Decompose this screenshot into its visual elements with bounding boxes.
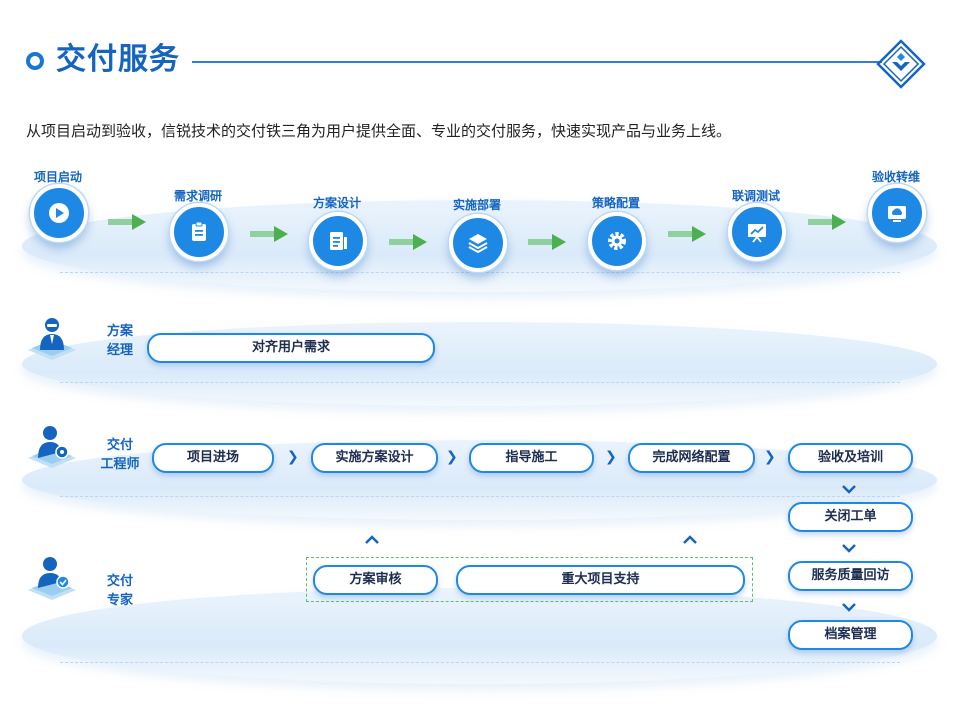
chevron-right-icon: ❯ bbox=[605, 449, 617, 465]
chevron-down-icon bbox=[842, 603, 856, 612]
role-manager: 方案 经理 bbox=[98, 322, 142, 360]
expert-support-group bbox=[306, 557, 753, 602]
chevron-right-icon: ❯ bbox=[287, 449, 299, 465]
play-icon bbox=[49, 203, 69, 223]
flow-arrow-icon bbox=[808, 214, 846, 230]
role-manager-line2: 经理 bbox=[106, 343, 133, 358]
gear-icon bbox=[608, 232, 626, 250]
task-solution-review: 方案审核 bbox=[313, 565, 438, 595]
role-expert-line2: 专家 bbox=[106, 593, 133, 608]
step-testing bbox=[728, 203, 786, 261]
chevron-down-icon bbox=[842, 544, 856, 553]
task-guide-construction: 指导施工 bbox=[469, 443, 594, 473]
company-logo-icon bbox=[876, 39, 926, 89]
layers-icon bbox=[468, 234, 488, 254]
step-label-testing: 联调测试 bbox=[731, 189, 780, 203]
role-manager-line1: 方案 bbox=[106, 324, 133, 339]
step-kickoff bbox=[30, 184, 88, 242]
flow-arrow-icon bbox=[389, 234, 427, 250]
clipboard-icon bbox=[192, 221, 206, 241]
flow-arrow-icon bbox=[108, 214, 146, 230]
band-divider bbox=[60, 272, 900, 273]
role-expert-line1: 交付 bbox=[106, 574, 133, 589]
expert-band bbox=[22, 588, 937, 684]
engineer-avatar-icon bbox=[28, 426, 76, 468]
role-engineer-line1: 交付 bbox=[106, 438, 133, 453]
manager-avatar-icon bbox=[28, 318, 76, 360]
task-align-requirements: 对齐用户需求 bbox=[147, 333, 435, 363]
task-archive-management: 档案管理 bbox=[788, 620, 913, 650]
flow-arrow-icon bbox=[250, 226, 288, 242]
page-title: 交付服务 bbox=[56, 42, 180, 77]
chevron-right-icon: ❯ bbox=[446, 449, 458, 465]
band-divider bbox=[60, 382, 900, 383]
step-design bbox=[309, 212, 367, 270]
step-research bbox=[170, 203, 228, 261]
task-network-config: 完成网络配置 bbox=[628, 443, 755, 473]
title-divider bbox=[192, 61, 882, 63]
expert-avatar-icon bbox=[28, 557, 76, 600]
intro-text: 从项目启动到验收，信锐技术的交付铁三角为用户提供全面、专业的交付服务，快速实现产… bbox=[26, 122, 732, 140]
presentation-icon bbox=[748, 224, 766, 243]
step-deploy bbox=[449, 214, 507, 272]
chevron-up-icon bbox=[683, 535, 697, 544]
task-major-project-support: 重大项目支持 bbox=[456, 565, 745, 595]
step-label-research: 需求调研 bbox=[173, 189, 222, 203]
flow-arrow-icon bbox=[528, 234, 566, 250]
task-acceptance-training: 验收及培训 bbox=[788, 443, 913, 473]
task-quality-followup: 服务质量回访 bbox=[788, 561, 913, 591]
step-label-acceptance: 验收转维 bbox=[871, 170, 920, 184]
step-label-kickoff: 项目启动 bbox=[33, 170, 82, 184]
band-divider bbox=[60, 496, 900, 497]
step-acceptance bbox=[868, 184, 926, 242]
step-label-deploy: 实施部署 bbox=[452, 198, 501, 212]
chevron-right-icon: ❯ bbox=[764, 449, 776, 465]
step-label-policy: 策略配置 bbox=[591, 196, 640, 210]
cloud-monitor-icon bbox=[888, 206, 906, 222]
chevron-down-icon bbox=[842, 485, 856, 494]
flow-arrow-icon bbox=[668, 226, 706, 242]
chevron-up-icon bbox=[365, 535, 379, 544]
role-engineer: 交付 工程师 bbox=[98, 436, 142, 474]
document-icon bbox=[330, 232, 347, 250]
title-bullet-icon bbox=[26, 52, 44, 70]
task-close-ticket: 关闭工单 bbox=[788, 502, 913, 532]
step-label-design: 方案设计 bbox=[312, 196, 361, 210]
band-divider bbox=[60, 662, 900, 663]
step-policy bbox=[588, 212, 646, 270]
task-project-entry: 项目进场 bbox=[152, 443, 274, 473]
role-expert: 交付 专家 bbox=[98, 572, 142, 610]
role-engineer-line2: 工程师 bbox=[100, 457, 140, 472]
task-implementation-design: 实施方案设计 bbox=[311, 443, 438, 473]
